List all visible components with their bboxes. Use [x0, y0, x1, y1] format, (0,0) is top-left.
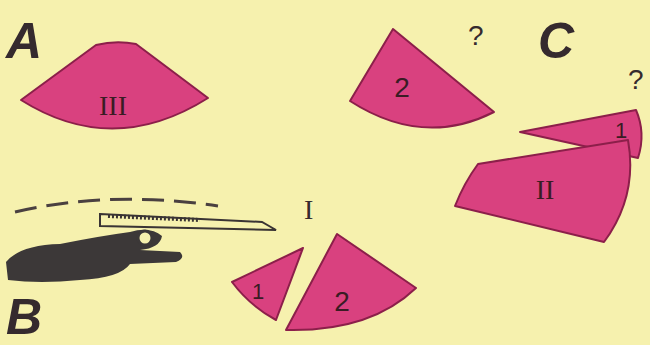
- sector-piece: III: [18, 40, 212, 144]
- piece-number: II: [536, 176, 555, 204]
- letter-label: C: [538, 16, 574, 66]
- piece-number: 1: [615, 120, 627, 142]
- sector-outline: [455, 140, 630, 242]
- dashed-line: [15, 199, 218, 212]
- hand-figure: [6, 230, 182, 282]
- letter-label: B: [6, 292, 42, 342]
- piece-number: III: [99, 92, 127, 120]
- question-mark: ?: [468, 22, 484, 50]
- piece-number: 2: [334, 288, 350, 316]
- sector-piece: II: [452, 138, 636, 248]
- letter-label: A: [6, 16, 42, 66]
- question-mark: ?: [628, 66, 644, 94]
- sector-outline: [232, 248, 303, 320]
- knuckle: [138, 231, 152, 245]
- roman-numeral: I: [304, 196, 313, 224]
- ruler: [100, 214, 276, 230]
- sector-piece: 2: [280, 232, 420, 334]
- sector-shape: [280, 232, 420, 334]
- hatch: [108, 216, 200, 220]
- sector-outline: [21, 42, 208, 128]
- piece-number: 1: [252, 281, 264, 303]
- piece-number: 2: [394, 74, 410, 102]
- sector-outline: [286, 234, 416, 330]
